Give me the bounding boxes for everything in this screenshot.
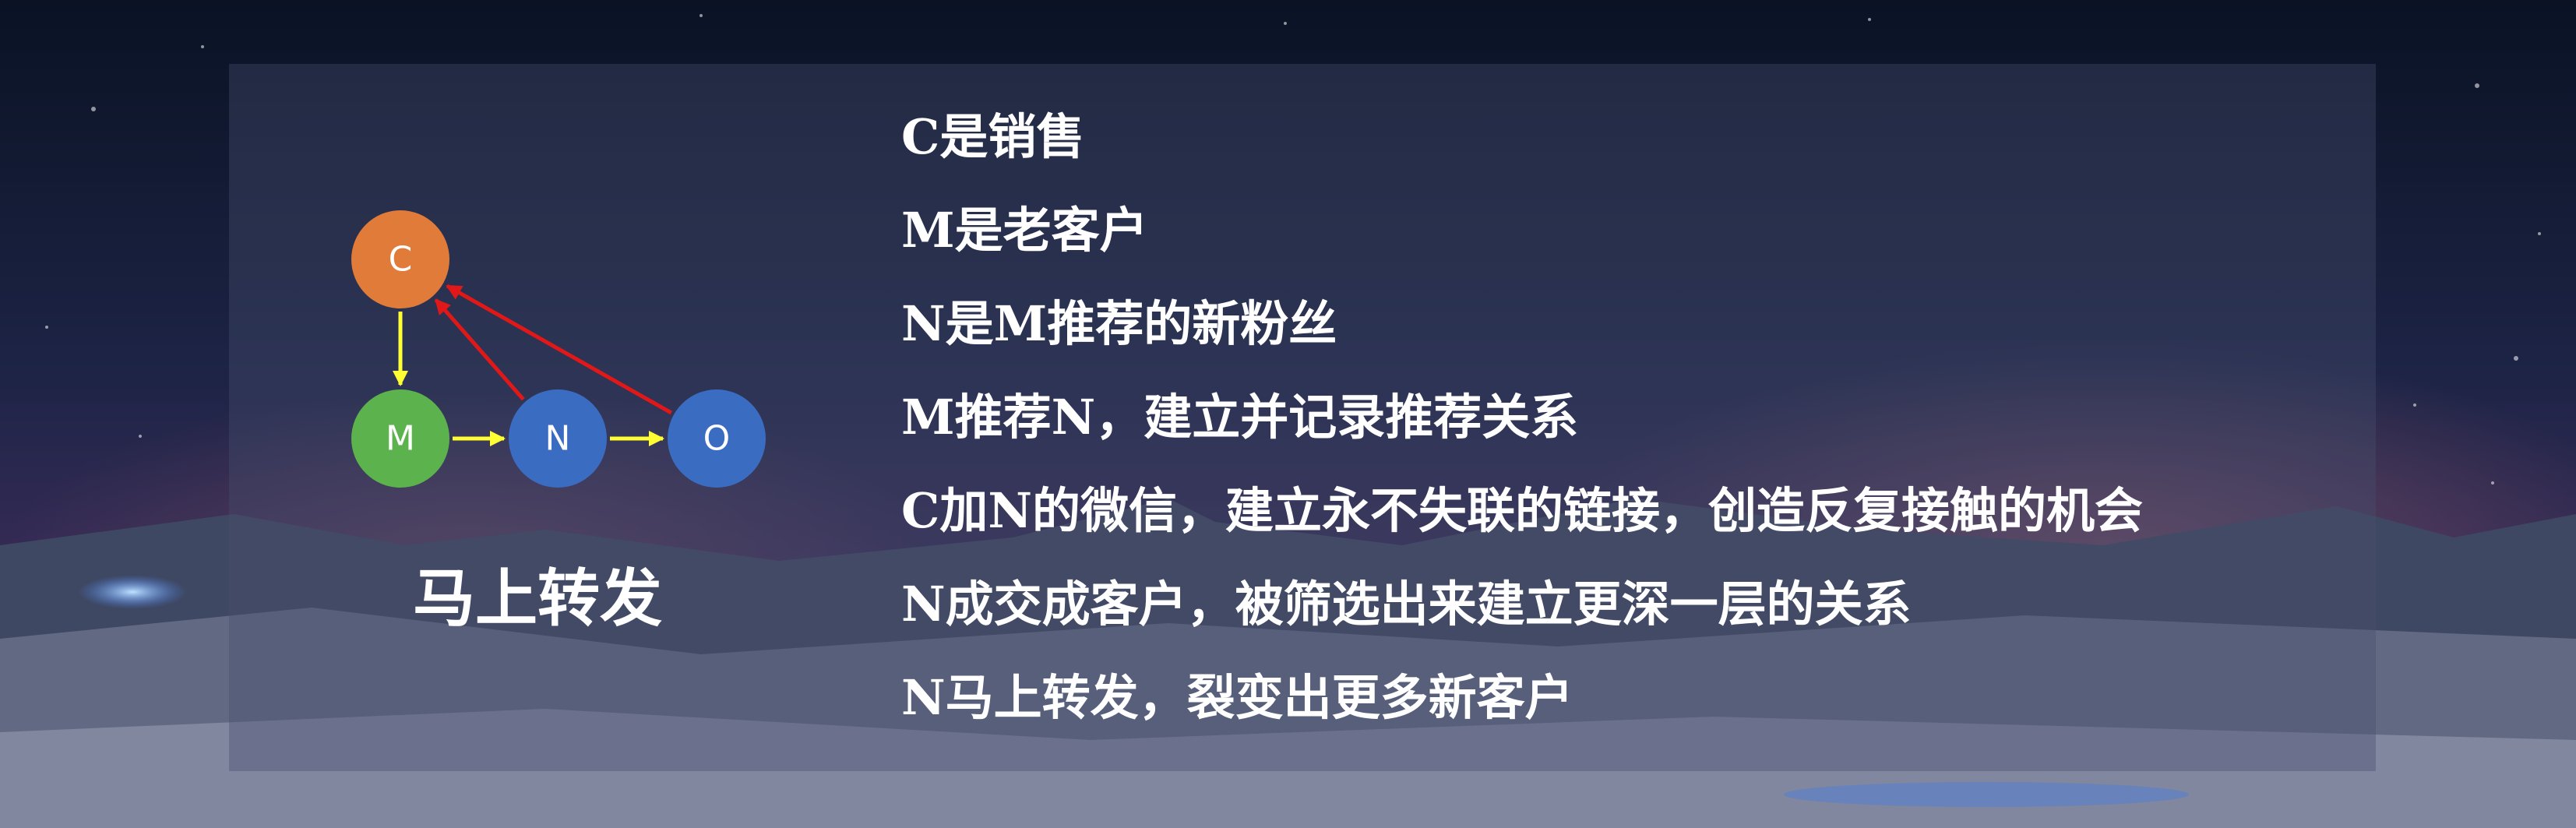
line-n-new-fan: N是M推荐的新粉丝: [901, 295, 1337, 352]
line-m-old-customer: M是老客户: [901, 202, 1148, 259]
line-n-becomes-customer: N成交成客户，被筛选出来建立更深一层的关系: [901, 576, 1912, 632]
node-label-o: O: [703, 419, 731, 459]
node-label-c: C: [389, 240, 413, 280]
node-circle-n: [509, 389, 607, 488]
node-o: O: [668, 389, 766, 488]
line-m-recommends-n: M推荐N，建立并记录推荐关系: [901, 389, 1579, 446]
node-circle-m: [351, 389, 449, 488]
line-c-adds-n-wechat: C加N的微信，建立永不失联的链接，创造反复接触的机会: [901, 482, 2144, 539]
node-n: N: [509, 389, 607, 488]
node-label-m: M: [386, 419, 415, 459]
arrow-n-to-c: [434, 298, 525, 401]
referral-diagram: C M N O: [351, 210, 766, 488]
line-n-reposts: N马上转发，裂变出更多新客户: [901, 669, 1573, 726]
caption-repost: 马上转发: [413, 562, 662, 635]
arrow-o-to-c: [446, 284, 672, 415]
explanation-list: C是销售 M是老客户 N是M推荐的新粉丝 M推荐N，建立并记录推荐关系 C加N的…: [901, 98, 2143, 752]
node-c: C: [351, 210, 449, 308]
node-label-n: N: [545, 419, 571, 459]
node-m: M: [351, 389, 449, 488]
node-circle-c: [351, 210, 449, 308]
node-circle-o: [668, 389, 766, 488]
line-c-sales: C是销售: [901, 108, 1085, 165]
